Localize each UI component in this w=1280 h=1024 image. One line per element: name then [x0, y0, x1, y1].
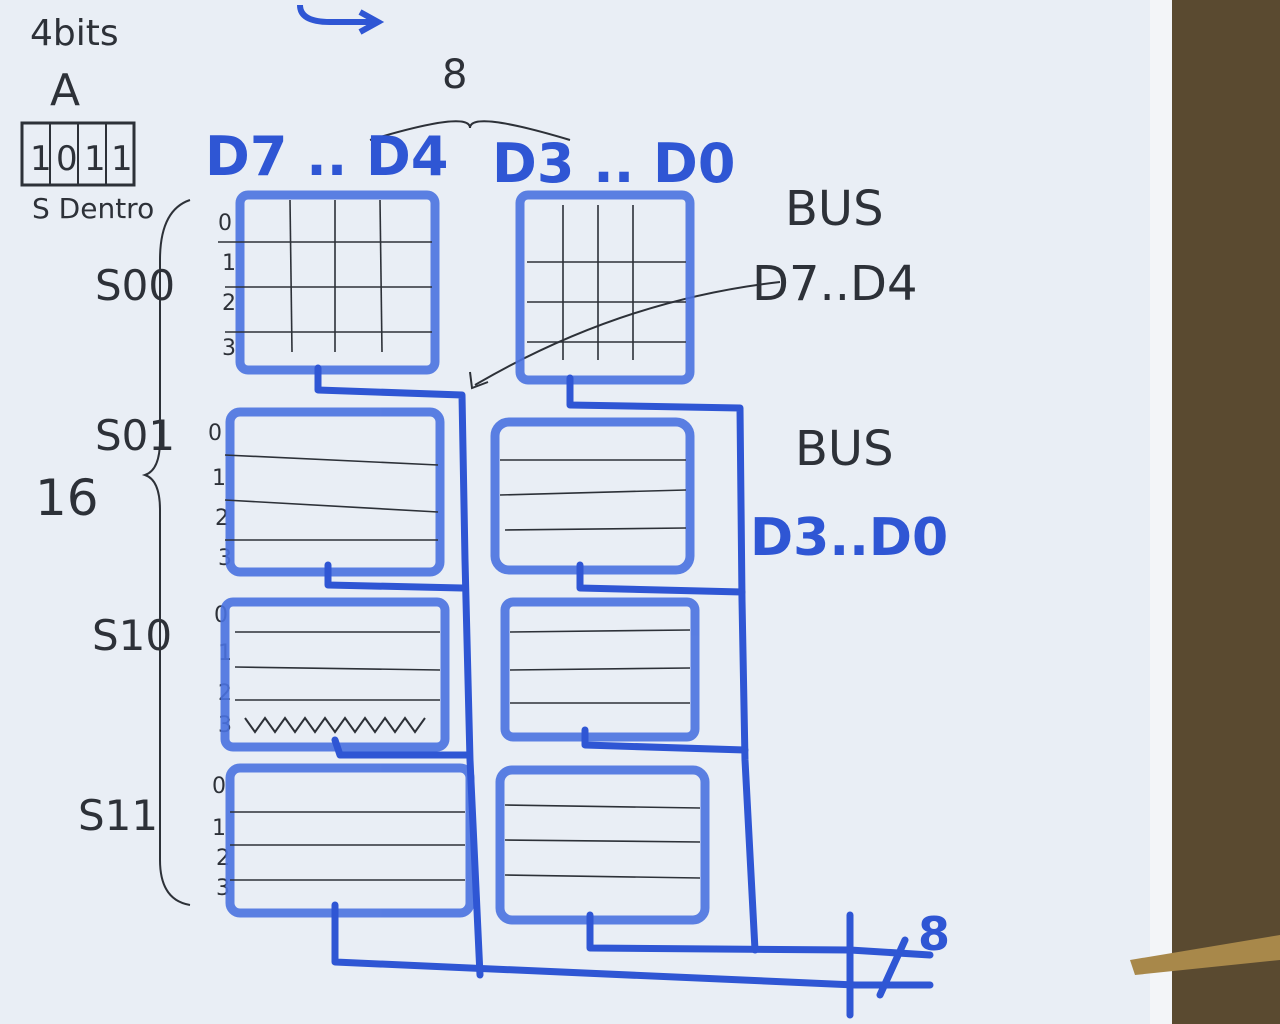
bank-3-row-1: 1 — [212, 816, 226, 841]
bank-1-row-1: 1 — [212, 466, 226, 491]
bus-low-range: D3..D0 — [750, 508, 948, 568]
bank-0-row-1: 1 — [222, 251, 236, 276]
bank-3-row-0: 0 — [212, 774, 226, 799]
bank-0-row-0: 0 — [218, 211, 232, 236]
bank-0-row-3: 3 — [222, 336, 236, 361]
address-bit-1: 0 — [56, 139, 78, 179]
bank-select-2: S10 — [92, 611, 172, 660]
bank-select-3: S11 — [78, 791, 158, 840]
paper-edge — [1150, 0, 1172, 1024]
bank-0-row-2: 2 — [222, 291, 236, 316]
top-bus-width: 8 — [442, 52, 467, 98]
address-bit-0: 1 — [30, 139, 52, 179]
address-bit-3: 1 — [111, 139, 133, 179]
bank-select-0: S00 — [95, 261, 175, 310]
output-bus-width: 8 — [918, 907, 950, 961]
address-caption: S Dentro — [32, 192, 154, 225]
bus-low-title: BUS — [795, 421, 894, 477]
address-name: A — [50, 65, 80, 116]
data-header-high: D7 .. D4 — [205, 125, 448, 188]
address-bit-2: 1 — [84, 139, 106, 179]
bank-1-row-0: 0 — [208, 421, 222, 446]
bus-high-title: BUS — [785, 181, 884, 237]
desk-edge — [1160, 0, 1280, 1024]
total-words: 16 — [35, 469, 99, 527]
data-header-low: D3 .. D0 — [492, 132, 735, 195]
bank-select-1: S01 — [95, 411, 175, 460]
address-width-label: 4bits — [30, 13, 119, 54]
bus-high-range: D7..D4 — [752, 256, 918, 312]
